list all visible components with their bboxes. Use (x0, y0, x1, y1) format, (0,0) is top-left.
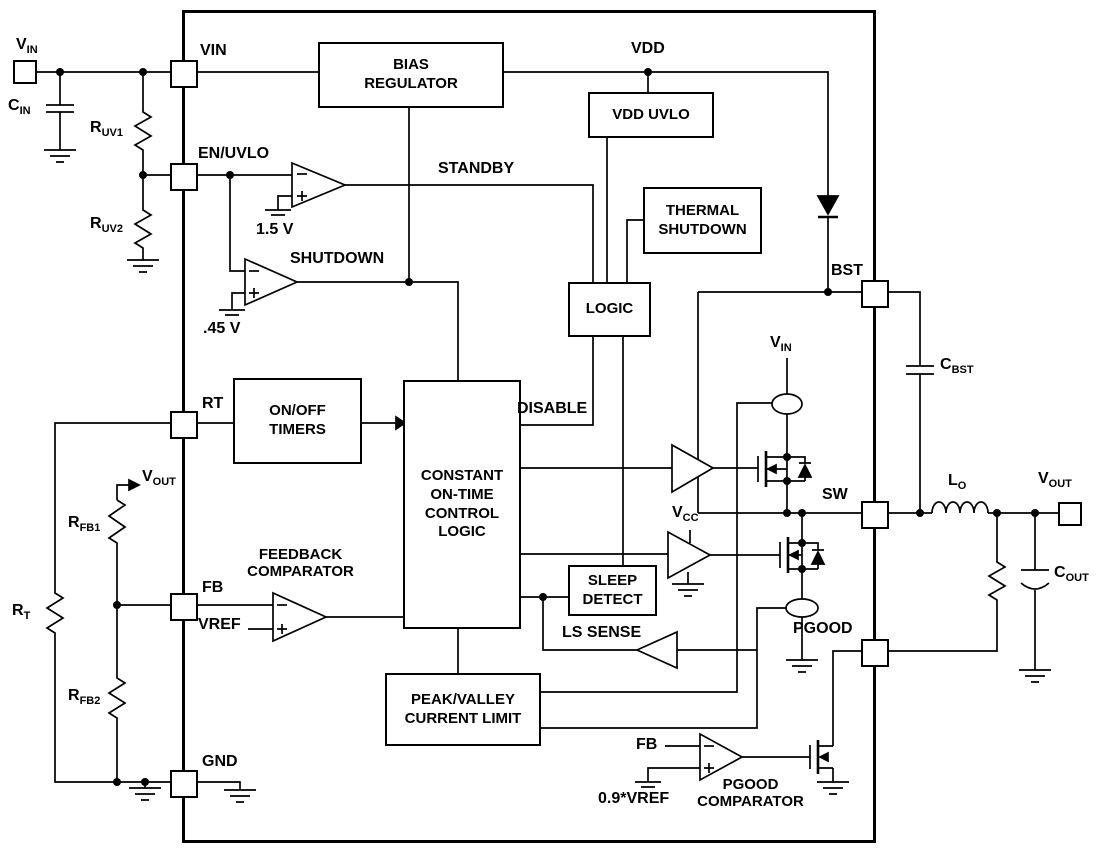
hs-driver (671, 291, 861, 513)
hs-power-fet (757, 358, 813, 513)
pin-label-pgood: PGOOD (793, 620, 853, 637)
label-cin: CIN (8, 97, 31, 118)
vin-net (35, 71, 182, 273)
ls-driver (667, 530, 780, 597)
ls-sense-amp (634, 630, 757, 670)
label-disable: DISABLE (517, 400, 588, 417)
pin-label-gnd: GND (202, 753, 238, 770)
pin-label-bst: BST (831, 262, 863, 279)
label-cbst: CBST (940, 356, 974, 377)
pin-rt (170, 411, 198, 439)
pgood-comparator (635, 732, 744, 788)
block-sleep-detect: SLEEP DETECT (568, 565, 657, 616)
label-cout: COUT (1054, 564, 1089, 585)
pgood-net (742, 650, 861, 795)
pin-label-en-uvlo: EN/UVLO (198, 145, 270, 162)
pin-gnd (170, 770, 198, 798)
ls-power-fet (779, 513, 826, 673)
logic-connections (517, 134, 643, 565)
block-logic: LOGIC (568, 282, 651, 337)
label-shutdown: SHUTDOWN (290, 250, 385, 267)
label-vcc: VCC (672, 504, 699, 525)
label-vin-pad: VIN (16, 36, 38, 57)
en-uvlo-net (194, 174, 292, 272)
pin-bst (861, 280, 889, 308)
pin-label-sw: SW (822, 486, 848, 503)
vin-pad (13, 60, 37, 84)
pin-vin (170, 60, 198, 88)
feedback-divider (107, 478, 170, 782)
cot-outputs (457, 467, 672, 673)
block-peak-valley-current-limit: PEAK/VALLEY CURRENT LIMIT (385, 673, 541, 746)
label-vdd: VDD (631, 40, 665, 57)
pin-sw (861, 501, 889, 529)
pin-label-rt: RT (202, 395, 224, 412)
label-vout-feedback: VOUT (142, 468, 176, 489)
label-vin-source: VIN (770, 334, 792, 355)
block-vdd-uvlo: VDD UVLO (588, 92, 714, 138)
label-pgood-comparator: PGOOD COMPARATOR (697, 776, 804, 810)
vout-pad (1058, 502, 1082, 526)
label-standby: STANDBY (438, 160, 515, 177)
label-pgood-ref: 0.9*VREF (598, 790, 670, 807)
label-vout-pad: VOUT (1038, 470, 1072, 491)
label-ruv2: RUV2 (90, 215, 123, 236)
junction-dots (56, 68, 1039, 786)
label-lo: LO (948, 472, 967, 493)
block-cot-control-logic: CONSTANT ON-TIME CONTROL LOGIC (403, 380, 521, 629)
pin-pgood (861, 639, 889, 667)
standby-comparator (265, 161, 594, 282)
gnd-net (194, 781, 256, 803)
block-bias-regulator: BIAS REGULATOR (318, 42, 504, 108)
label-fb-stub: FB (636, 736, 658, 753)
feedback-comparator (194, 591, 403, 643)
label-standby-ref: 1.5 V (256, 221, 294, 238)
pin-fb (170, 593, 198, 621)
pin-label-vin: VIN (200, 42, 227, 59)
label-ls-sense: LS SENSE (562, 624, 642, 641)
output-net (885, 501, 1058, 683)
label-rt: RT (12, 602, 31, 623)
rt-timers-net (45, 415, 407, 801)
block-on-off-timers: ON/OFF TIMERS (233, 378, 362, 464)
block-thermal-shutdown: THERMAL SHUTDOWN (643, 187, 762, 254)
label-vref: VREF (198, 616, 241, 633)
label-feedback-comparator: FEEDBACK COMPARATOR (247, 546, 354, 580)
cbst-net (885, 291, 934, 513)
pin-en-uvlo (170, 163, 198, 191)
shutdown-comparator (219, 104, 459, 380)
label-rfb2: RFB2 (68, 687, 101, 708)
current-limit-sense (537, 402, 786, 729)
label-rfb1: RFB1 (68, 514, 101, 535)
pin-label-fb: FB (202, 579, 224, 596)
label-shutdown-ref: .45 V (203, 320, 241, 337)
label-ruv1: RUV1 (90, 119, 123, 140)
